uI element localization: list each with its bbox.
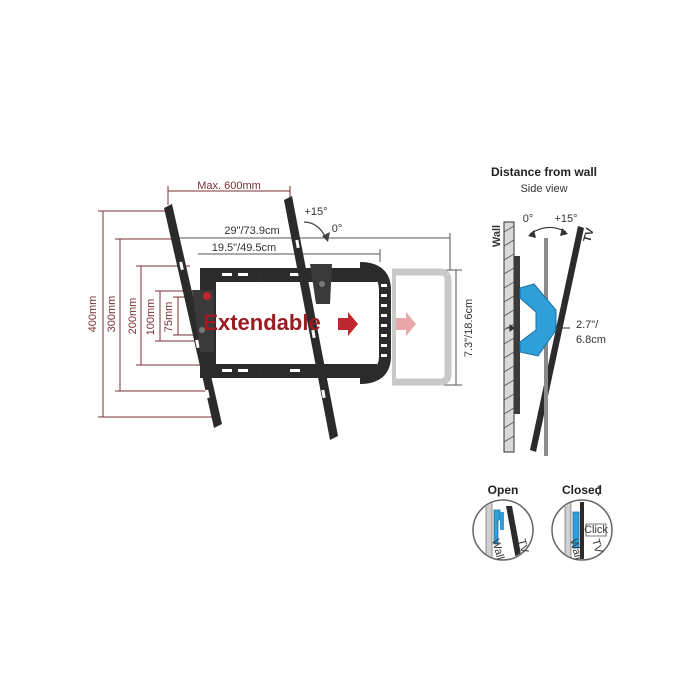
closed-label: Closed: [562, 483, 602, 497]
angle-arrow-icon: [529, 226, 567, 235]
vesa-75-label: 75mm: [163, 302, 175, 333]
tv-panel-tilted: [530, 226, 584, 452]
extend-arrow-icon: [338, 312, 358, 336]
extendable-label: Extendable: [203, 310, 320, 335]
open-wall-label: Wall: [489, 538, 506, 561]
closed-wall-label: Wall: [567, 538, 584, 561]
front-view: Max. 600mm 29"/73.9cm 19.5"/49.5cm +15° …: [87, 180, 475, 440]
tilt-up-label: +15°: [304, 206, 327, 218]
closed-arrow-icon: [597, 485, 601, 497]
tv-panel-vertical: [544, 238, 548, 456]
tilt-arrow-icon: [303, 221, 327, 239]
tv-label: TV: [581, 226, 596, 243]
open-lock-circle: Wall TV: [472, 499, 534, 561]
max-width-label: Max. 600mm: [197, 180, 261, 192]
width-full-label: 29"/73.9cm: [224, 225, 279, 237]
distance-label-line2: 6.8cm: [576, 334, 606, 346]
distance-dimension: [506, 324, 570, 332]
width-half-label: 19.5"/49.5cm: [212, 242, 276, 254]
tilt-zero-label: 0°: [332, 223, 343, 235]
open-tv-label: TV: [515, 538, 530, 555]
right-tilt-arm: [284, 196, 338, 440]
wall-hatch: [503, 221, 515, 453]
side-view: Distance from wall Side view: [491, 165, 606, 456]
closed-lock-circle: Click Wall TV: [551, 499, 613, 561]
side-bracket-blue: [519, 283, 557, 357]
open-label: Open: [488, 483, 519, 497]
width-dimension-lines-black: [177, 233, 462, 386]
vesa-100-label: 100mm: [145, 299, 157, 336]
extend-arrow-ghost-icon: [396, 312, 416, 336]
side-view-title: Distance from wall: [491, 165, 597, 179]
side-wall-plate: [514, 256, 520, 414]
extended-frame-ghost: [392, 268, 452, 386]
vesa-300-label: 300mm: [106, 296, 118, 333]
tilt-arrowhead-icon: [322, 232, 330, 242]
height-bracket-label: 7.3"/18.6cm: [463, 299, 475, 357]
lock-detail: Open Closed Wall TV: [472, 483, 613, 561]
angle-plus-label: +15°: [554, 213, 577, 225]
vesa-400-label: 400mm: [87, 296, 99, 333]
vesa-200-label: 200mm: [127, 298, 139, 335]
left-tilt-arm: [164, 204, 222, 428]
click-label: Click: [584, 524, 608, 536]
angle-arrowhead-right-icon: [560, 228, 568, 236]
side-view-subtitle: Side view: [520, 183, 567, 195]
rail-mark-bottom: 2: [256, 366, 262, 378]
wall-label: Wall: [491, 225, 503, 247]
angle-zero-label: 0°: [523, 213, 534, 225]
angle-arrowhead-left-icon: [528, 230, 536, 238]
rail-mark-top: 2: [256, 272, 262, 284]
closed-tv-label: TV: [589, 538, 604, 555]
distance-label-line1: 2.7"/: [576, 319, 599, 331]
